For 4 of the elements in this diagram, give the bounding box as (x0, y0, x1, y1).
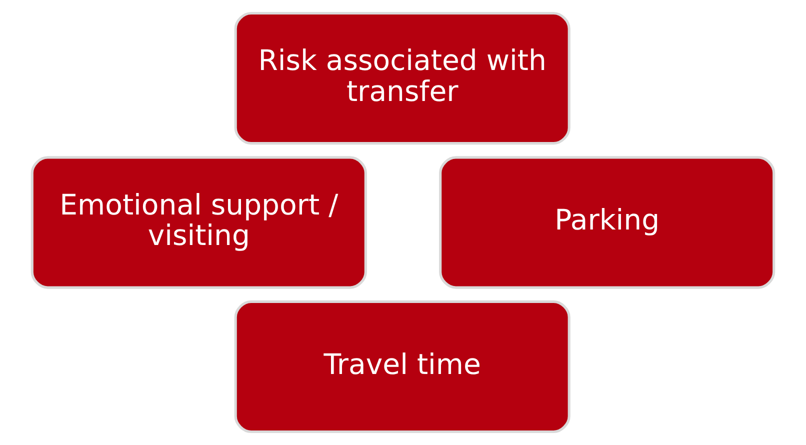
node-box: Parking (439, 156, 776, 289)
node-box: Emotional support / visiting (30, 156, 367, 289)
node-box: Risk associated with transfer (234, 12, 570, 145)
node-box: Travel time (234, 300, 570, 434)
